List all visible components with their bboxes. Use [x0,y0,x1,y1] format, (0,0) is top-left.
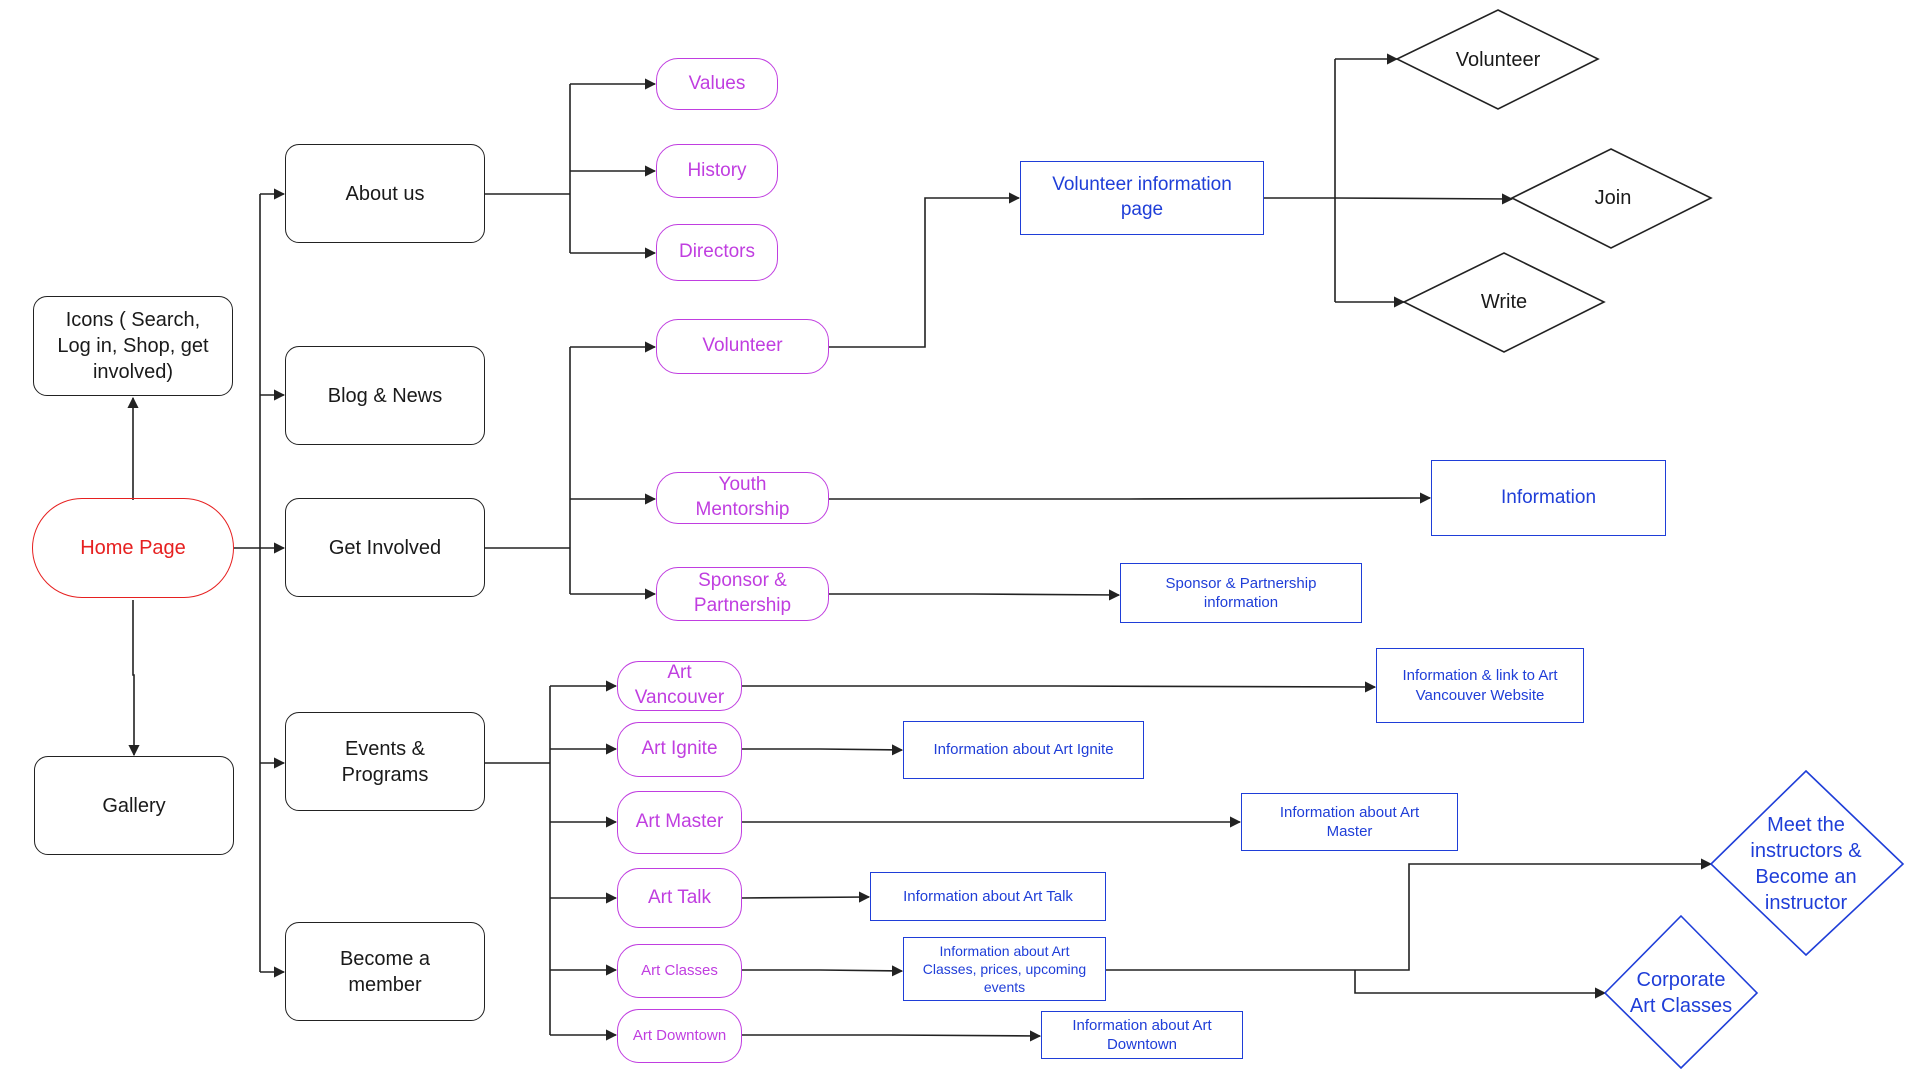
edge-art-talk-info [741,891,871,903]
art-talk-node[interactable]: Art Talk [617,868,742,928]
about-us-node[interactable]: About us [285,144,485,243]
diamond-corporate-classes [1603,914,1759,1070]
edge-home-gallery [128,600,140,757]
art-talk-info-node[interactable]: Information about Art Talk [870,872,1106,921]
values-node[interactable]: Values [656,58,778,110]
edge-youth-info [829,492,1432,504]
diamond-volunteer [1395,9,1600,110]
sponsor-info-node[interactable]: Sponsor & Partnership information [1120,563,1362,623]
sponsor-partnership-node[interactable]: Sponsor & Partnership [656,567,829,621]
diamond-join-label[interactable]: Join [1594,187,1632,209]
edge-to-d-join [1334,193,1514,205]
edge-classes-meet [1106,858,1713,971]
edge-art-vancouver-info [742,681,1377,693]
diamond-corporate-classes-label[interactable]: Corporate Art Classes [1629,969,1733,1017]
events-programs-node[interactable]: Events & Programs [285,712,485,811]
edge-volunteer-info [829,192,1021,348]
edge-art-downtown-info [742,1030,1042,1042]
history-node[interactable]: History [656,144,778,198]
art-ignite-info-node[interactable]: Information about Art Ignite [903,721,1144,779]
edge-classes-corporate [1354,970,1607,999]
edge-art-ignite-info [742,744,904,756]
volunteer-node[interactable]: Volunteer [656,319,829,374]
art-vancouver-info-node[interactable]: Information & link to Art Vancouver Webs… [1376,648,1584,723]
home-page-node[interactable]: Home Page [32,498,234,598]
diamond-write-label[interactable]: Write [1480,291,1528,313]
get-involved-node[interactable]: Get Involved [285,498,485,597]
art-classes-info-node[interactable]: Information about Art Classes, prices, u… [903,937,1106,1001]
volunteer-info-page-node[interactable]: Volunteer information page [1020,161,1264,235]
diamond-join [1510,148,1713,249]
art-master-node[interactable]: Art Master [617,791,742,854]
art-classes-node[interactable]: Art Classes [617,944,742,998]
edge-sponsor-info [829,589,1121,601]
art-vancouver-node[interactable]: Art Vancouver [617,661,742,711]
diamond-volunteer-label[interactable]: Volunteer [1455,49,1541,71]
directors-node[interactable]: Directors [656,224,778,281]
youth-mentorship-node[interactable]: Youth Mentorship [656,472,829,524]
diamond-meet-instructors [1709,769,1905,957]
blog-news-node[interactable]: Blog & News [285,346,485,445]
information-node[interactable]: Information [1431,460,1666,536]
gallery-node[interactable]: Gallery [34,756,234,855]
art-downtown-info-node[interactable]: Information about Art Downtown [1041,1011,1243,1059]
art-master-info-node[interactable]: Information about Art Master [1241,793,1458,851]
diamond-meet-instructors-label[interactable]: Meet the instructors & Become an instruc… [1750,814,1862,914]
art-downtown-node[interactable]: Art Downtown [617,1009,742,1063]
icons-node[interactable]: Icons ( Search, Log in, Shop, get involv… [33,296,233,396]
art-ignite-node[interactable]: Art Ignite [617,722,742,777]
edge-art-classes-info [742,965,904,977]
diamond-write [1402,252,1606,353]
become-member-node[interactable]: Become a member [285,922,485,1021]
